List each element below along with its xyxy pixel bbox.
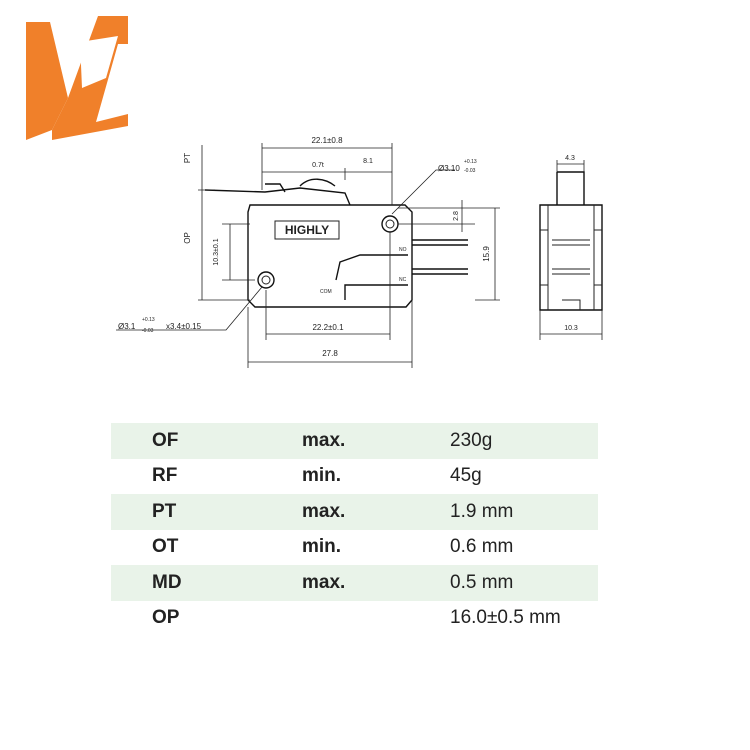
dim-22-2: 22.2±0.1: [312, 323, 344, 332]
dim-hole-left-tol-bot: -0.03: [142, 328, 154, 334]
mounting-hole-left-inner: [261, 275, 271, 285]
spec-name: PT: [111, 494, 302, 530]
dim-hole-left-main: Ø3.1: [118, 322, 136, 331]
actuator-lever: [204, 187, 351, 206]
terminal-no: [412, 239, 468, 246]
spec-row: OP 16.0±0.5 mm: [111, 601, 598, 637]
dim-15-9: 15.9: [482, 246, 491, 262]
dim-10-3-vert: 10.3±0.1: [213, 238, 220, 265]
spec-name: OP: [152, 607, 180, 629]
spec-qualifier: min.: [302, 465, 342, 487]
dim-hole-left-depth: x3.4±0.15: [166, 322, 202, 331]
body-label-text: HIGHLY: [285, 223, 329, 237]
label-no: NO: [399, 247, 407, 253]
spec-name: MD: [111, 565, 302, 601]
dim-hole-left-tol-top: +0.13: [142, 317, 155, 323]
spec-value: 45g: [450, 465, 482, 487]
dim-side-bottom: 10.3: [564, 325, 578, 332]
dim-line-lever: [262, 168, 392, 180]
spec-row: RF min. 45g: [111, 459, 598, 495]
switch-technical-drawing: HIGHLY NO NC COM 22.1±0.8 0.7t 8.1 Ø3.10…: [116, 136, 603, 368]
spec-value: 1.9 mm: [450, 494, 598, 530]
dim-hole-right-main: Ø3.10: [438, 164, 460, 173]
spec-qualifier: max.: [302, 565, 450, 601]
body-label-box: [274, 220, 340, 240]
side-view-ribs: [540, 205, 602, 310]
spec-value: 0.5 mm: [450, 565, 598, 601]
dim-hole-right-tol-bot: -0.03: [464, 168, 476, 174]
brand-logo: [26, 16, 128, 140]
label-nc: NC: [399, 277, 407, 283]
spec-name: OT: [152, 536, 179, 558]
dim-line-pt: [198, 145, 215, 195]
spec-qualifier: max.: [302, 423, 450, 459]
spec-row: OT min. 0.6 mm: [111, 530, 598, 566]
dim-lever-offset: 8.1: [363, 158, 373, 165]
spec-value: 16.0±0.5 mm: [450, 607, 561, 629]
spec-name: RF: [152, 465, 178, 487]
side-view-plunger: [556, 171, 585, 205]
dim-hole-right-tol-top: +0.13: [464, 159, 477, 165]
spec-qualifier: min.: [302, 536, 342, 558]
label-pt: PT: [183, 153, 192, 163]
dim-line-2-8: [398, 200, 475, 232]
dim-line-op: [198, 195, 250, 301]
mounting-hole-left: [257, 271, 275, 289]
dim-line-27-8: [247, 300, 413, 368]
side-view-body: [539, 204, 603, 311]
dim-line-15-9: [475, 207, 500, 301]
spec-value: 0.6 mm: [450, 536, 514, 558]
logo-left-bar: [26, 22, 68, 140]
dim-line-10-3: [539, 310, 603, 340]
switch-body-outline: [247, 204, 413, 308]
dim-leader-left-hole: [116, 286, 263, 331]
dim-27-8: 27.8: [322, 349, 338, 358]
terminal-nc: [412, 268, 468, 275]
dim-side-top: 4.3: [565, 155, 575, 162]
lever-end: [299, 178, 336, 187]
dim-top-width: 22.1±0.8: [311, 136, 343, 145]
dim-2-8: 2.8: [453, 211, 460, 221]
dim-line-22-2: [265, 232, 391, 340]
spec-qualifier: max.: [302, 494, 450, 530]
logo-highlight: [80, 36, 118, 88]
dim-line-4-3: [556, 160, 585, 172]
label-op: OP: [183, 232, 192, 244]
dim-lever-tip: 0.7t: [312, 162, 324, 169]
dim-line-10-3-vert: [222, 223, 255, 281]
terminal-com: [335, 254, 408, 300]
mounting-hole-right-inner: [385, 219, 395, 229]
spec-qualifier: [302, 601, 450, 637]
spec-name: OF: [111, 423, 302, 459]
dim-line-top-width: [261, 143, 393, 205]
mounting-hole-right: [381, 215, 399, 233]
spec-value: 230g: [450, 423, 598, 459]
lever-plunger: [265, 183, 286, 193]
dim-leader-right-hole: [391, 169, 455, 215]
label-com: COM: [320, 289, 332, 295]
